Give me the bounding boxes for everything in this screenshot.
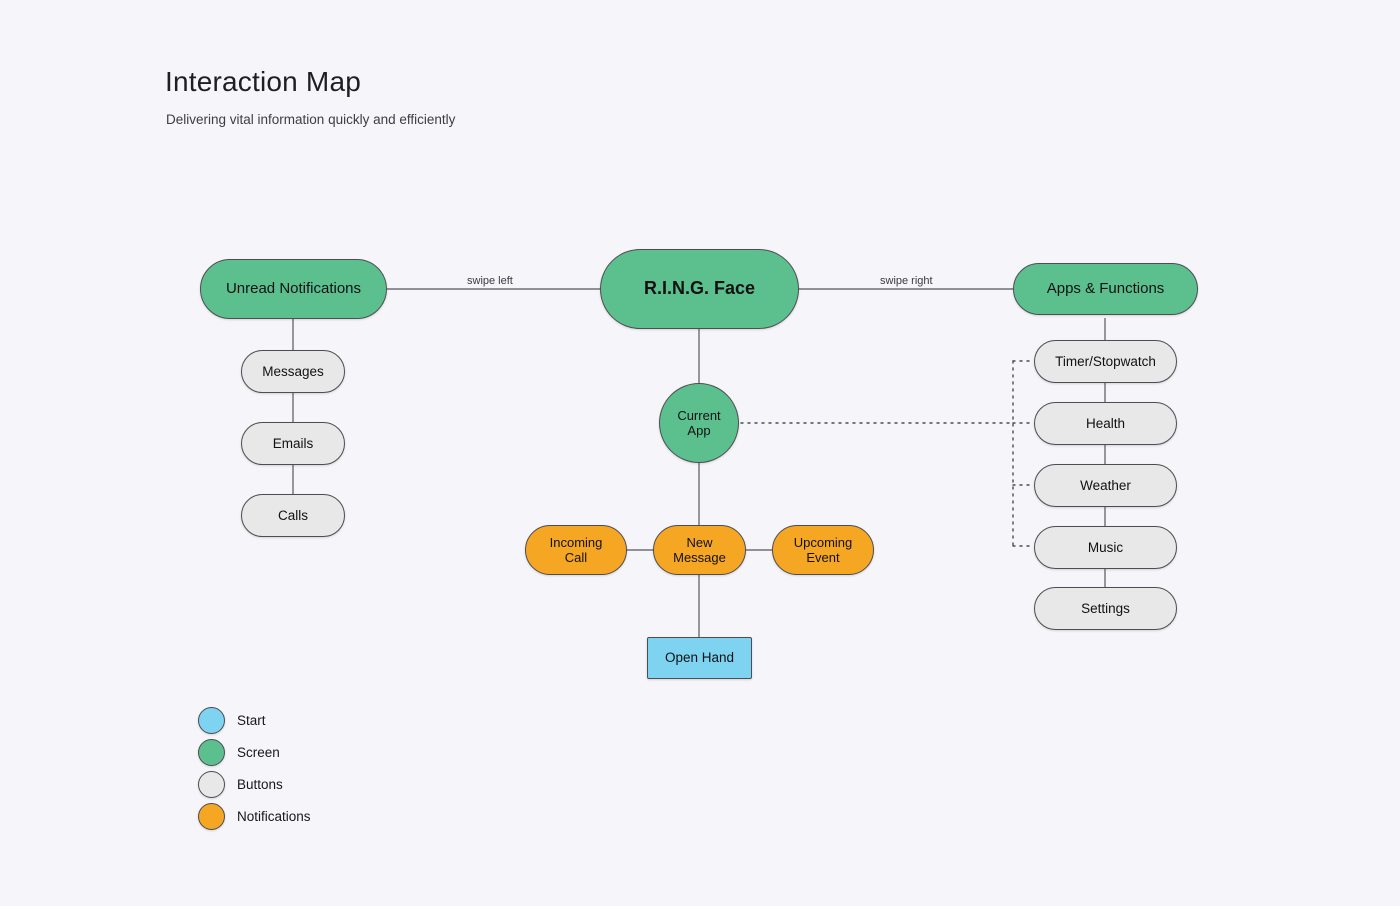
node-ring-face[interactable]: R.I.N.G. Face — [600, 249, 799, 329]
edge-label-swipe-right: swipe right — [876, 275, 937, 287]
legend-label-start: Start — [237, 712, 266, 728]
legend-swatch-start-icon — [198, 706, 225, 734]
node-weather[interactable]: Weather — [1034, 464, 1177, 507]
node-messages[interactable]: Messages — [241, 350, 345, 393]
legend-swatch-screen-icon — [198, 738, 225, 766]
node-emails[interactable]: Emails — [241, 422, 345, 465]
legend-label-buttons: Buttons — [237, 776, 283, 792]
page-title: Interaction Map — [165, 66, 361, 97]
node-music[interactable]: Music — [1034, 526, 1177, 569]
legend: Start Screen Buttons Notifications — [198, 704, 428, 832]
legend-item-start: Start — [198, 704, 428, 736]
legend-item-buttons: Buttons — [198, 768, 428, 800]
node-unread-notifications[interactable]: Unread Notifications — [200, 259, 387, 319]
node-upcoming-event[interactable]: Upcoming Event — [772, 525, 874, 575]
node-apps-functions[interactable]: Apps & Functions — [1013, 263, 1198, 315]
legend-label-notifications: Notifications — [237, 808, 311, 824]
node-open-hand[interactable]: Open Hand — [647, 637, 752, 679]
node-new-message[interactable]: New Message — [653, 525, 746, 575]
legend-label-screen: Screen — [237, 744, 280, 760]
legend-item-screen: Screen — [198, 736, 428, 768]
node-current-app[interactable]: Current App — [659, 383, 739, 463]
legend-swatch-notifications-icon — [198, 802, 225, 830]
node-settings[interactable]: Settings — [1034, 587, 1177, 630]
edge-label-swipe-left: swipe left — [463, 275, 517, 287]
node-health[interactable]: Health — [1034, 402, 1177, 445]
legend-item-notifications: Notifications — [198, 800, 428, 832]
legend-swatch-buttons-icon — [198, 770, 225, 798]
node-calls[interactable]: Calls — [241, 494, 345, 537]
node-incoming-call[interactable]: Incoming Call — [525, 525, 627, 575]
page-subtitle: Delivering vital information quickly and… — [166, 112, 456, 127]
node-timer-stopwatch[interactable]: Timer/Stopwatch — [1034, 340, 1177, 383]
